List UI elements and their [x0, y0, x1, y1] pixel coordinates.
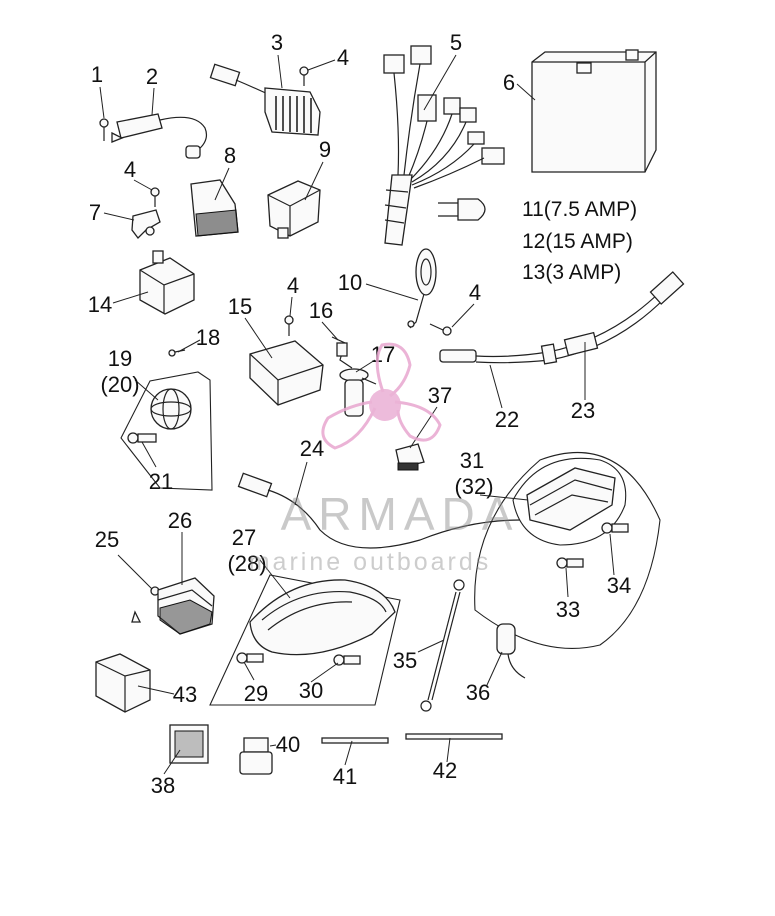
callout-42: 42 — [433, 758, 457, 783]
part-18-screw — [168, 349, 186, 357]
part-9-relay — [267, 180, 321, 239]
callout-33: 33 — [556, 597, 580, 622]
callout-30: 30 — [299, 678, 323, 703]
watermark-tagline: marine outboards — [249, 548, 492, 576]
callout-37: 37 — [428, 383, 452, 408]
callout-23: 23 — [571, 398, 595, 423]
part-30-screw — [333, 654, 361, 666]
callout-2: 2 — [146, 64, 158, 89]
watermark: ARMADA marine outboards — [249, 342, 520, 576]
callout-8: 8 — [224, 143, 236, 168]
callout-36: 36 — [466, 680, 490, 705]
callout-35: 35 — [393, 648, 417, 673]
callout-4: 4 — [337, 45, 349, 70]
callout-4: 4 — [287, 273, 299, 298]
part-36-capacitor — [496, 623, 526, 679]
callout-43: 43 — [173, 682, 197, 707]
callout-10: 10 — [338, 270, 362, 295]
part-16-bracket — [331, 336, 353, 369]
callout-38: 38 — [151, 773, 175, 798]
callout-25: 25 — [95, 527, 119, 552]
part-14-relay — [139, 250, 195, 315]
part-42-strip — [405, 733, 503, 740]
part-22-23-cable — [439, 271, 685, 365]
part-29-screw — [236, 652, 264, 664]
part-6-battery — [531, 49, 657, 173]
part-5-wiring-harness — [383, 45, 505, 246]
part-38-filter — [169, 724, 209, 764]
part-33-screw — [556, 557, 584, 569]
part-34-screw — [601, 522, 629, 534]
callout-9: 9 — [319, 137, 331, 162]
part-4-screw — [284, 315, 294, 336]
callout-24: 24 — [300, 436, 324, 461]
callout-20: (20) — [100, 372, 139, 397]
part-10-horn — [407, 248, 437, 329]
callout-31: 31 — [460, 448, 484, 473]
callout-29: 29 — [244, 681, 268, 706]
part-31-tail-light — [474, 451, 661, 649]
callout-13: 13(3 AMP) — [522, 261, 621, 284]
part-26-switch — [157, 577, 215, 635]
callout-41: 41 — [333, 764, 357, 789]
part-24-cable — [237, 472, 521, 549]
callout-11: 11(7.5 AMP) — [522, 198, 637, 221]
part-8-module — [190, 179, 239, 237]
part-1-screw — [99, 118, 109, 141]
callout-34: 34 — [607, 573, 631, 598]
watermark-brand: ARMADA — [281, 488, 520, 540]
part-3-regulator — [209, 63, 321, 136]
callout-4: 4 — [469, 280, 481, 305]
callout-26: 26 — [168, 508, 192, 533]
part-35-spring — [420, 579, 465, 712]
part-15-control-unit — [249, 340, 324, 406]
part-2-sensor — [111, 113, 208, 159]
callout-22: 22 — [495, 407, 519, 432]
part-4-screw — [299, 66, 309, 86]
callout-labels: 1 2 3 4 5 6 4 7 8 9 11(7.5 AMP) 12(15 AM… — [88, 30, 637, 798]
callout-18: 18 — [196, 325, 220, 350]
callout-28: (28) — [227, 551, 266, 576]
part-37-connector — [395, 443, 425, 471]
callout-1: 1 — [91, 62, 103, 87]
leader-lines — [99, 54, 615, 775]
callout-19: 19 — [108, 346, 132, 371]
callout-5: 5 — [450, 30, 462, 55]
callout-12: 12(15 AMP) — [522, 230, 633, 253]
part-19-headlight — [120, 371, 213, 491]
part-21-screw — [127, 432, 157, 444]
callout-21: 21 — [149, 469, 173, 494]
callout-16: 16 — [309, 298, 333, 323]
callout-4: 4 — [124, 157, 136, 182]
callout-32: (32) — [454, 474, 493, 499]
callout-27: 27 — [232, 525, 256, 550]
callout-6: 6 — [503, 70, 515, 95]
part-4-screw — [150, 187, 160, 207]
part-11-13-fuse — [438, 198, 486, 221]
part-40-bushing — [239, 737, 273, 775]
part-4-screw — [429, 323, 452, 336]
callout-15: 15 — [228, 294, 252, 319]
part-43-relay — [95, 653, 151, 713]
callout-14: 14 — [88, 292, 112, 317]
part-7-sensor — [131, 209, 161, 239]
part-25-screw — [131, 586, 160, 623]
callout-7: 7 — [89, 200, 101, 225]
part-27-headlight — [209, 574, 401, 706]
part-41-strip — [321, 737, 389, 744]
callout-3: 3 — [271, 30, 283, 55]
callout-40: 40 — [276, 732, 300, 757]
propeller-logo-icon — [321, 342, 442, 450]
